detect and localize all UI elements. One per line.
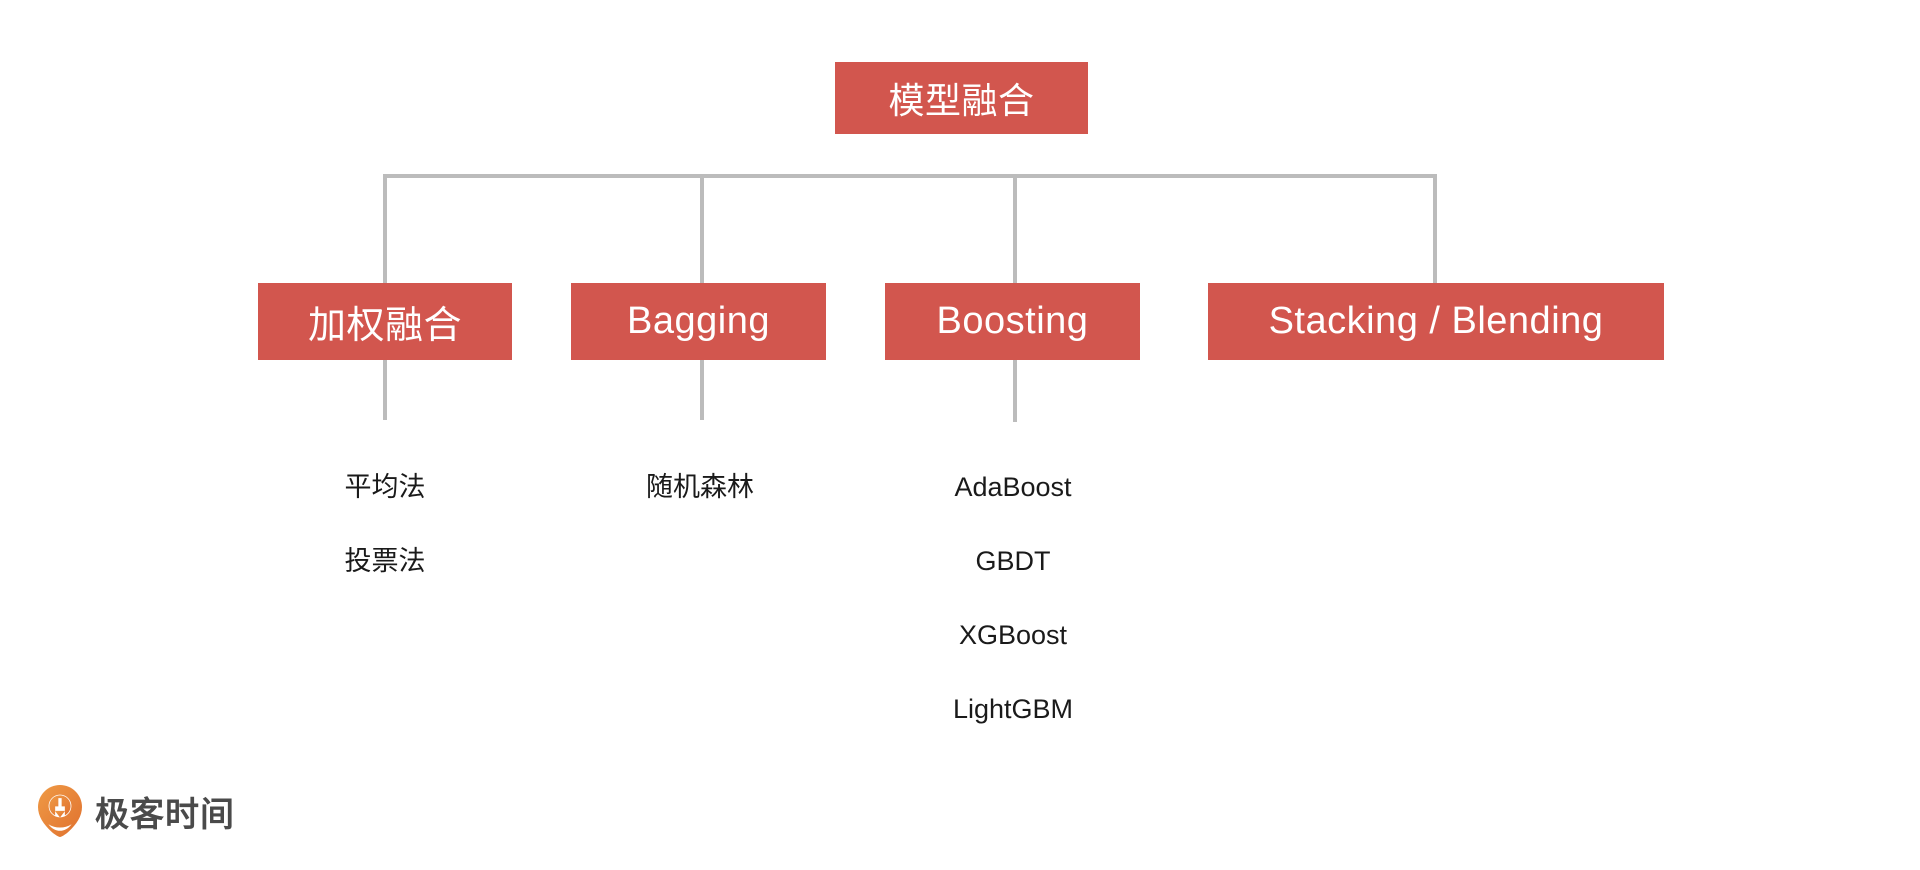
connector-vertical-bagging [700,174,704,286]
node-root-model-fusion: 模型融合 [835,62,1088,134]
connector-vertical-boosting-leaves [1013,360,1017,422]
geektime-pin-icon [38,785,82,837]
leaf-item: AdaBoost [954,472,1072,502]
leaf-item: GBDT [975,546,1051,576]
leaf-item: 投票法 [344,546,426,576]
brand-name: 极客时间 [95,795,235,834]
connector-horizontal-bar [383,174,1437,178]
node-bagging: Bagging [571,283,826,360]
leaf-item: 平均法 [344,472,426,502]
connector-vertical-stacking [1433,174,1437,286]
leaf-item: XGBoost [958,620,1068,650]
node-stacking-blending: Stacking / Blending [1208,283,1664,360]
leaf-list-weighted-fusion: 平均法 投票法 [345,450,426,598]
node-boosting: Boosting [885,283,1140,360]
leaf-list-boosting: AdaBoost GBDT XGBoost LightGBM [953,450,1073,746]
leaf-item: 随机森林 [646,472,754,502]
connector-vertical-boosting [1013,174,1017,286]
node-weighted-fusion: 加权融合 [258,283,512,360]
leaf-list-bagging: 随机森林 [646,450,754,524]
brand-logo: 极客时间 [38,785,235,837]
leaf-item: LightGBM [952,694,1074,724]
connector-vertical-bagging-leaves [700,360,704,420]
connector-vertical-weighted [383,174,387,286]
connector-vertical-weighted-leaves [383,360,387,420]
